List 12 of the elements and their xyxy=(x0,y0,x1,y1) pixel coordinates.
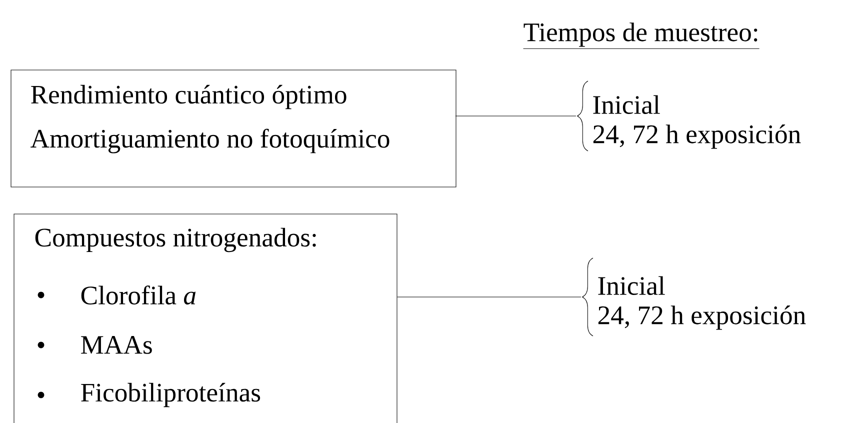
bullet-item: Ficobiliproteínas xyxy=(38,382,260,408)
bracketed-list: Inicial 24, 72 h exposición xyxy=(582,258,806,336)
bullet-item: MAAs xyxy=(38,336,152,354)
text-box xyxy=(14,214,398,423)
text-box xyxy=(10,70,456,188)
text-line: Amortiguamiento no fotoquímico xyxy=(30,128,390,154)
connector-line xyxy=(396,296,582,298)
text-line: Rendimiento cuántico óptimo xyxy=(31,84,346,110)
heading: Tiempos de muestreo: xyxy=(523,22,760,49)
bracketed-list: Inicial 24, 72 h exposición xyxy=(577,80,801,152)
bullet-item: Clorofila a xyxy=(38,285,196,305)
list-heading: Compuestos nitrogenados: xyxy=(35,228,316,252)
